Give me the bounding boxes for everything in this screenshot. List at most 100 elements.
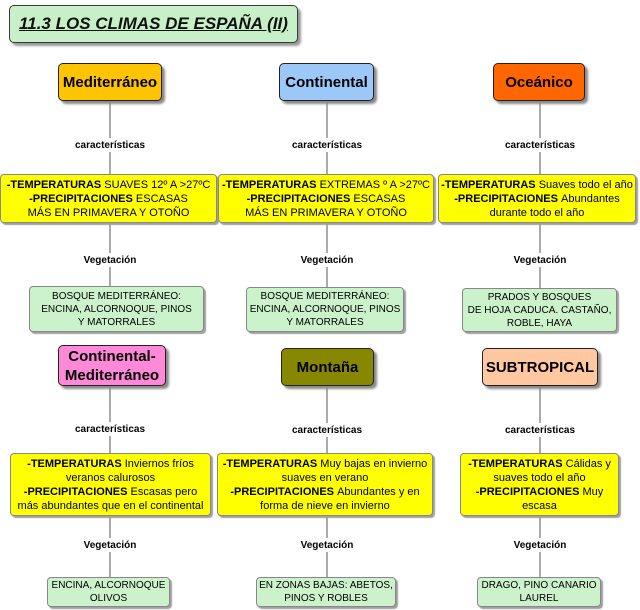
characteristic-value: MÁS EN PRIMAVERA Y OTOÑO [245, 206, 407, 219]
characteristics-label-oceanico: características [502, 138, 578, 152]
vegetation-box-montana: EN ZONAS BAJAS: ABETOS, PINOS Y ROBLES [256, 577, 396, 607]
climate-name-line: Mediterráneo [64, 366, 160, 384]
characteristics-line: más abundantes que en el continental [18, 499, 204, 513]
characteristic-value: suaves en verano [281, 471, 369, 484]
vegetation-line: Y MATORRALES [77, 316, 156, 328]
vegetation-line: ENCINA, ALCORNOQUE, PINOS [249, 304, 401, 315]
characteristic-value: más abundantes que en el continental [17, 499, 204, 512]
characteristics-label-continental-mediterraneo: características [72, 422, 148, 436]
characteristic-key: -TEMPERATURAS [468, 457, 566, 470]
climate-name-line: Montaña [296, 358, 359, 376]
characteristics-line: durante todo el año [490, 206, 585, 220]
characteristic-value: Cálidas y [565, 457, 611, 470]
characteristics-box-mediterraneo: -TEMPERATURAS SUAVES 12º A >27ºC-PRECIPI… [0, 174, 217, 223]
characteristic-key: -TEMPERATURAS [221, 178, 320, 191]
vegetation-label-subtropical: Vegetación [510, 538, 570, 552]
characteristics-line: -TEMPERATURAS Inviernos fríos [27, 457, 194, 471]
characteristic-key: -TEMPERATURAS [222, 457, 321, 470]
characteristics-box-oceanico: -TEMPERATURAS Suaves todo el año-PRECIPI… [438, 174, 636, 223]
characteristics-label-mediterraneo: características [72, 138, 148, 152]
characteristics-line: -PRECIPITACIONES Escasas pero [24, 485, 197, 499]
vegetation-label-continental: Vegetación [297, 253, 357, 267]
characteristic-key: -TEMPERATURAS [6, 178, 105, 191]
characteristic-value: Inviernos fríos [124, 457, 194, 470]
characteristics-line: forma de nieve en invierno [260, 499, 390, 513]
characteristics-line: -PRECIPITACIONES Muy [476, 485, 604, 499]
characteristics-label-subtropical: características [502, 423, 578, 437]
characteristics-line: veranos calurosos [66, 471, 155, 485]
vegetation-line: PINOS Y ROBLES [284, 593, 368, 604]
vegetation-line: DE HOJA CADUCA. CASTAÑO, [467, 304, 612, 316]
characteristic-key: -PRECIPITACIONES [475, 485, 583, 498]
characteristics-line: -TEMPERATURAS Suaves todo el año [441, 178, 633, 192]
climate-name-line: Oceánico [505, 73, 573, 91]
vegetation-label-oceanico: Vegetación [510, 253, 570, 267]
characteristic-value: MÁS EN PRIMAVERA Y OTOÑO [27, 206, 190, 219]
vegetation-box-continental-mediterraneo: ENCINA, ALCORNOQUE OLIVOS [47, 577, 170, 607]
vegetation-line: ENCINA, ALCORNOQUE [51, 580, 166, 591]
characteristic-key: -PRECIPITACIONES [454, 192, 562, 205]
characteristics-line: -TEMPERATURAS Muy bajas en invierno [223, 457, 428, 471]
characteristics-line: -TEMPERATURAS Cálidas y [468, 457, 611, 471]
vegetation-box-mediterraneo: BOSQUE MEDITERRÁNEO:ENCINA, ALCORNOQUE, … [29, 286, 204, 332]
page-title: 11.3 LOS CLIMAS DE ESPAÑA (II) [9, 5, 298, 43]
characteristics-line: -PRECIPITACIONES ESCASAS [29, 192, 188, 206]
characteristic-value: forma de nieve en invierno [260, 499, 390, 512]
climate-name-line: Continental [285, 73, 368, 91]
climate-name-line: Mediterráneo [62, 73, 158, 91]
characteristics-line: -PRECIPITACIONES ESCASAS [247, 192, 406, 206]
characteristic-value: ESCASAS [135, 192, 188, 205]
characteristic-key: -PRECIPITACIONES [29, 192, 136, 205]
vegetation-line: LAUREL [519, 593, 559, 604]
characteristic-value: Muy [582, 485, 604, 498]
characteristic-key: -PRECIPITACIONES [230, 485, 338, 498]
vegetation-line: EN ZONAS BAJAS: ABETOS, [259, 580, 393, 591]
characteristic-value: veranos calurosos [65, 471, 156, 484]
characteristic-value: Abundantes y en [337, 485, 420, 498]
characteristics-label-montana: características [289, 423, 365, 437]
characteristic-value: ESCASAS [353, 192, 406, 205]
characteristics-line: -TEMPERATURAS SUAVES 12º A >27ºC [7, 178, 211, 192]
characteristics-line: -PRECIPITACIONES Abundantes y en [230, 485, 419, 499]
climate-box-oceanico: Oceánico [493, 63, 585, 101]
vegetation-label-mediterraneo: Vegetación [80, 253, 140, 267]
characteristics-label-continental: características [289, 138, 365, 152]
climate-box-subtropical: SUBTROPICAL [482, 348, 598, 386]
vegetation-label-continental-mediterraneo: Vegetación [80, 538, 140, 552]
characteristic-key: -TEMPERATURAS [27, 457, 125, 470]
characteristics-line: suaves en verano [282, 471, 369, 485]
vegetation-line: Y MATORRALES [286, 317, 364, 328]
characteristic-value: SUAVES 12º A >27ºC [104, 178, 211, 191]
characteristics-line: escasa [522, 499, 557, 513]
characteristics-line: MÁS EN PRIMAVERA Y OTOÑO [245, 206, 407, 220]
vegetation-line: OLIVOS [89, 593, 128, 604]
characteristic-value: Abundantes [561, 192, 620, 205]
climate-box-continental-mediterraneo: Continental-Mediterráneo [58, 345, 166, 386]
characteristic-key: -PRECIPITACIONES [246, 192, 354, 205]
vegetation-label-montana: Vegetación [297, 538, 357, 552]
vegetation-line: PRADOS Y BOSQUES [487, 291, 592, 303]
characteristic-value: EXTREMAS º A >27ºC [319, 178, 431, 191]
climate-box-continental: Continental [279, 63, 374, 101]
characteristic-value: Suaves todo el año [538, 178, 633, 191]
climate-name-line: Continental- [68, 347, 156, 365]
vegetation-line: ROBLE, HAYA [506, 317, 573, 329]
climate-box-mediterraneo: Mediterráneo [58, 63, 162, 101]
characteristics-line: -PRECIPITACIONES Abundantes [454, 192, 619, 206]
characteristic-value: Escasas pero [130, 485, 198, 498]
climate-box-montana: Montaña [281, 348, 374, 386]
vegetation-line: ENCINA, ALCORNOQUE, PINOS [41, 303, 192, 315]
vegetation-box-continental: BOSQUE MEDITERRÁNEO:ENCINA, ALCORNOQUE, … [246, 287, 404, 332]
characteristic-value: suaves todo el año [493, 471, 586, 484]
characteristic-value: Muy bajas en invierno [320, 457, 428, 470]
climate-name-line: SUBTROPICAL [485, 358, 595, 376]
characteristics-line: MÁS EN PRIMAVERA Y OTOÑO [28, 206, 190, 220]
characteristic-key: -TEMPERATURAS [441, 178, 539, 191]
vegetation-line: BOSQUE MEDITERRÁNEO: [52, 290, 181, 302]
characteristic-value: escasa [522, 499, 557, 512]
characteristic-key: -PRECIPITACIONES [23, 485, 131, 498]
